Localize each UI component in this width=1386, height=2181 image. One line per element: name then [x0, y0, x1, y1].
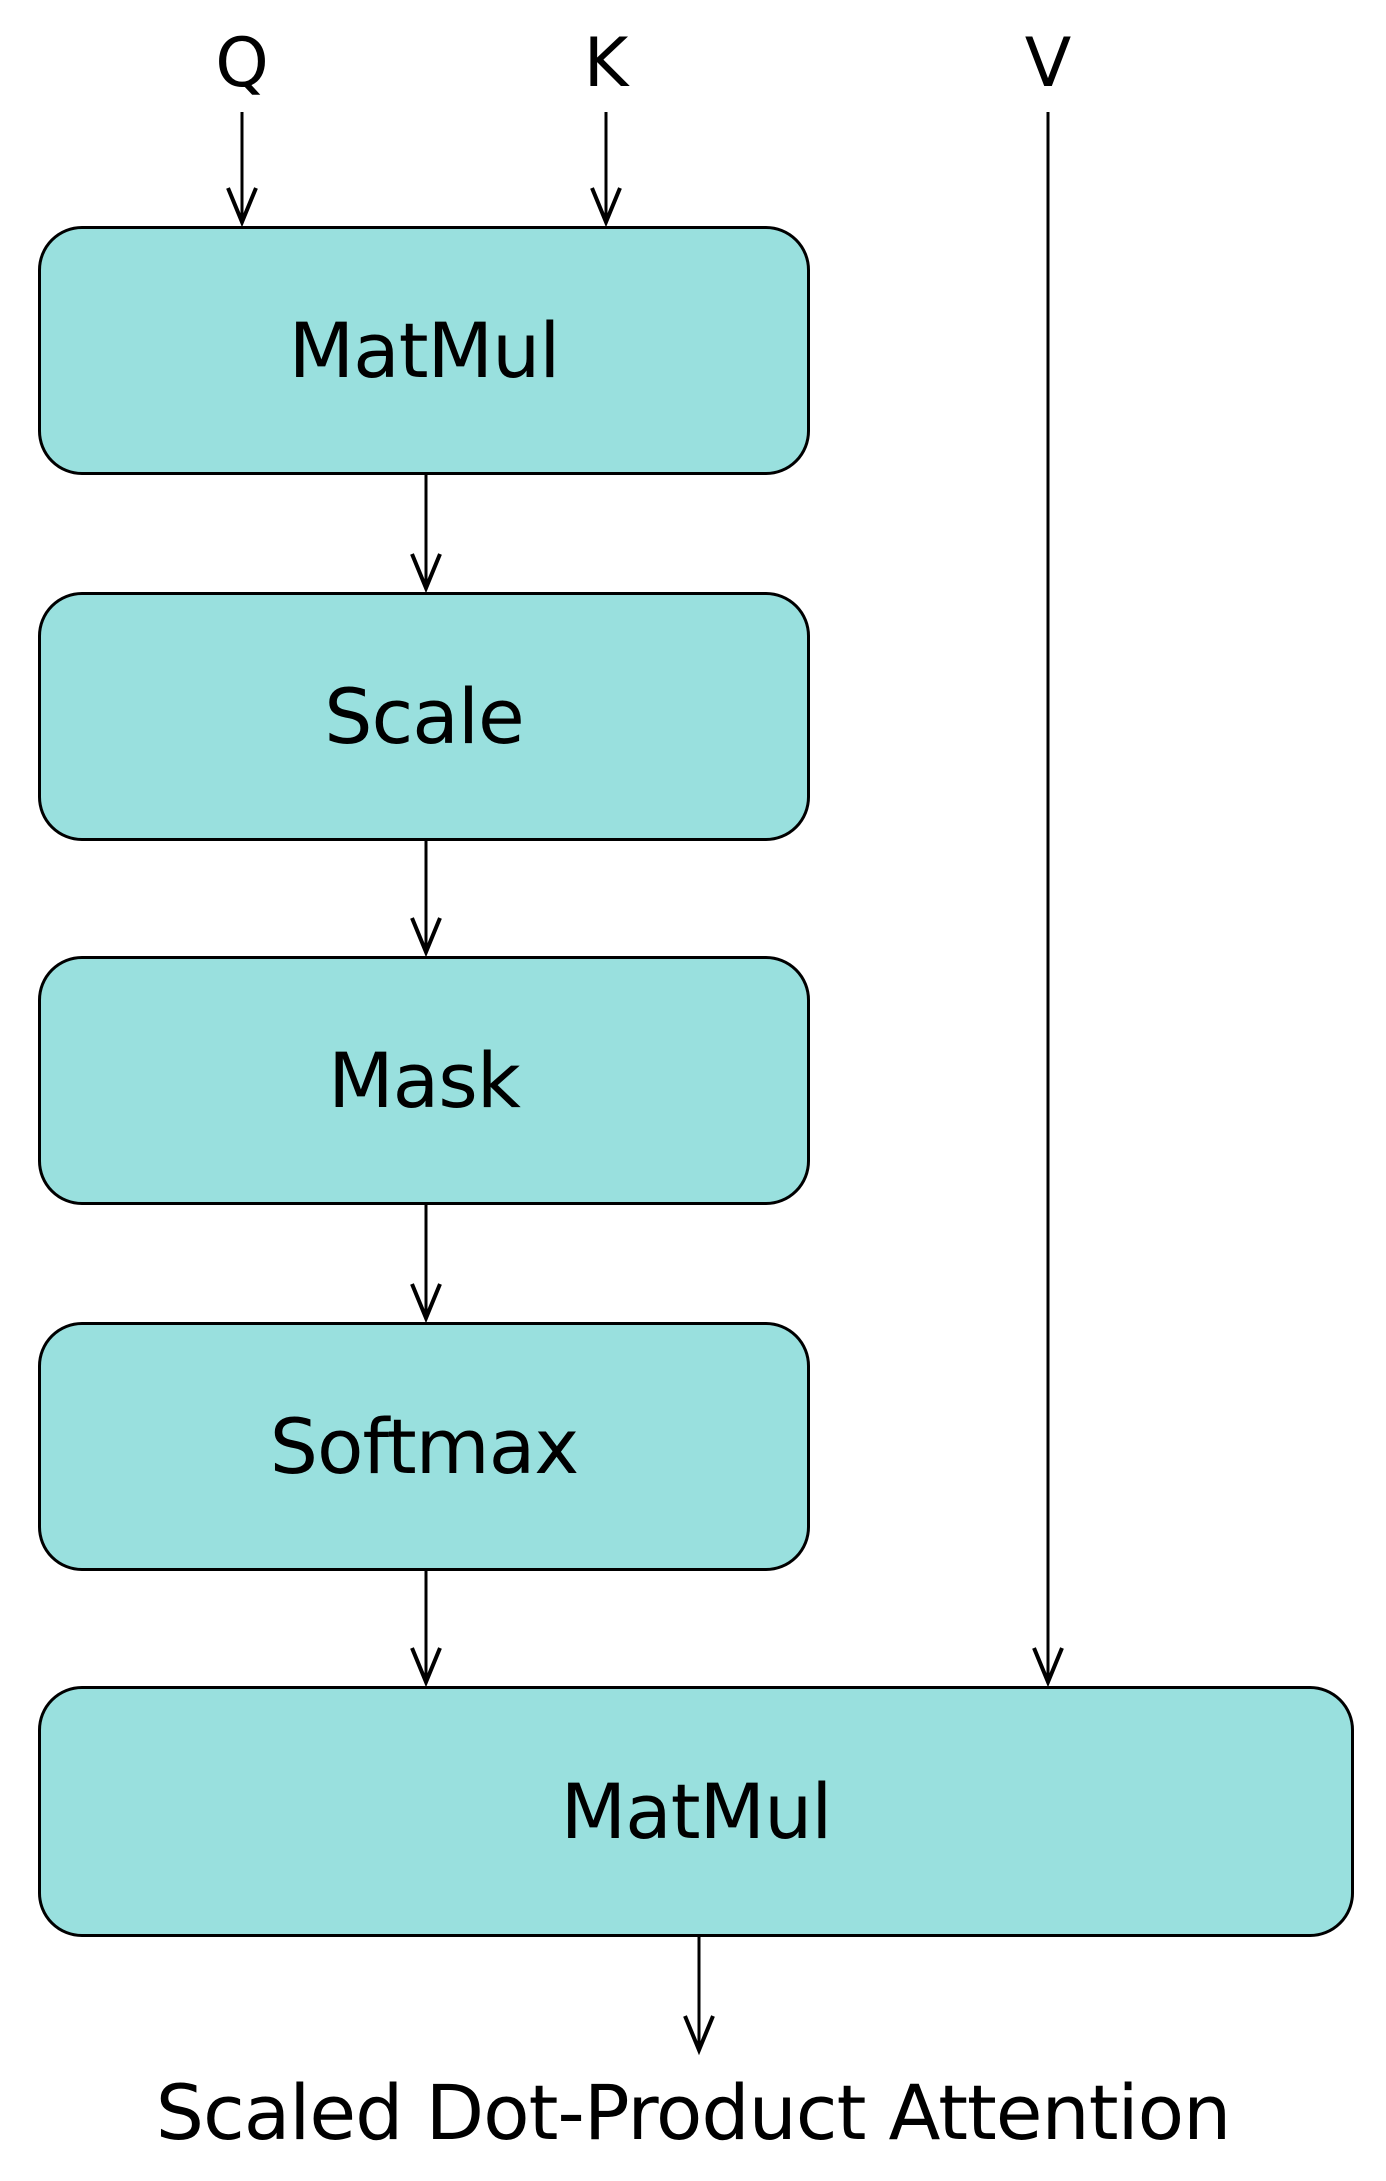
input-v-label: V — [1024, 24, 1072, 103]
matmul-output-label: MatMul — [560, 1766, 833, 1856]
scale-box: Scale — [38, 592, 810, 841]
arrowhead-output — [683, 2015, 715, 2056]
mask-label: Mask — [328, 1035, 521, 1125]
arrowhead-k — [590, 187, 622, 228]
arrowhead-softmax — [410, 1283, 442, 1324]
arrowhead-q — [226, 187, 258, 228]
softmax-box: Softmax — [38, 1322, 810, 1571]
input-k-label: K — [583, 24, 629, 103]
matmul-label: MatMul — [288, 305, 561, 395]
arrowhead-scale — [410, 553, 442, 594]
input-q-label: Q — [215, 24, 269, 103]
mask-box: Mask — [38, 956, 810, 1205]
arrowhead-matmul-2-right — [1032, 1647, 1064, 1688]
matmul-box-bottom: MatMul — [38, 1686, 1354, 1937]
softmax-label: Softmax — [269, 1401, 580, 1491]
diagram-caption: Scaled Dot-Product Attention — [155, 2068, 1232, 2157]
matmul-box-top: MatMul — [38, 226, 810, 475]
arrowhead-matmul-2-left — [410, 1647, 442, 1688]
arrowhead-mask — [410, 917, 442, 958]
scale-label: Scale — [324, 671, 524, 761]
